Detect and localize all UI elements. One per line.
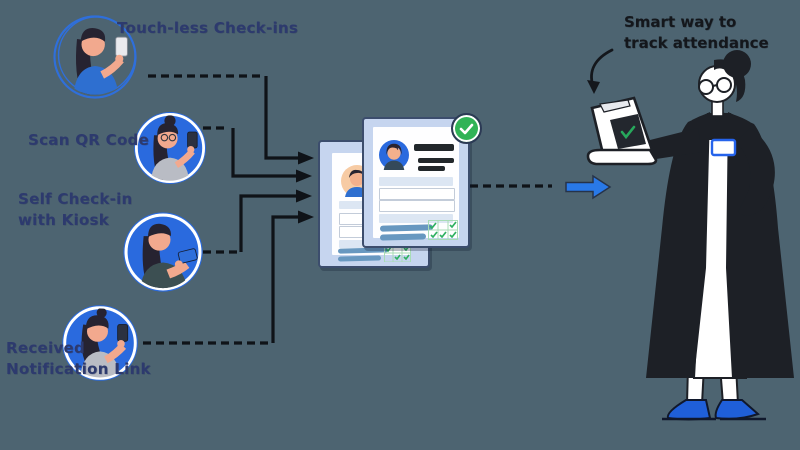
label-kiosk-line2: with Kiosk (18, 211, 110, 229)
green-check-badge (451, 113, 482, 144)
person-holding-phone-illustration (53, 15, 137, 99)
attendance-card-front (362, 117, 470, 248)
check-grid (428, 220, 458, 240)
placeholder-bar (379, 214, 453, 223)
info-bar (418, 166, 445, 171)
check-icon (459, 123, 474, 134)
label-touchless: Touch-less Check-ins (117, 19, 299, 37)
arrowhead-icon (298, 210, 314, 224)
annotation-line1: Smart way to (624, 13, 737, 31)
curved-arrow-icon (587, 48, 614, 94)
elbow-line-notification (271, 215, 300, 343)
signature-line (337, 255, 382, 262)
arrowhead-icon (296, 169, 312, 183)
woman-with-laptop-illustration (586, 50, 794, 421)
laptop-with-check-icon (586, 96, 658, 166)
name-bar (414, 144, 454, 151)
label-kiosk-line1: Self Check-in (18, 190, 133, 208)
person-using-kiosk-phone-illustration (123, 212, 203, 292)
person-scanning-qr-illustration (134, 112, 206, 184)
info-bar (418, 158, 454, 163)
form-field (379, 188, 455, 200)
label-kiosk: Self Check-in with Kiosk (18, 189, 133, 231)
label-notification-line1: Received (6, 339, 86, 357)
woman-avatar (379, 140, 409, 170)
annotation-text: Smart way to track attendance (624, 12, 769, 54)
coat (646, 112, 794, 378)
signature-line (337, 247, 389, 254)
signature-line (379, 224, 434, 232)
necklace (713, 115, 723, 122)
glasses-icon (698, 77, 732, 95)
arrowhead-icon (296, 189, 312, 203)
blue-arrow-icon (565, 174, 612, 200)
hair-bun (723, 50, 751, 78)
label-notification-line2: Notification Link (6, 360, 151, 378)
label-notification: Received Notification Link (6, 338, 151, 380)
annotation-line2: track attendance (624, 34, 769, 52)
label-scanqr: Scan QR Code (28, 131, 150, 149)
card-front-body (373, 127, 459, 241)
signature-line (379, 233, 427, 241)
elbow-line-touchless (264, 76, 300, 160)
hip-arm (736, 128, 775, 216)
person-reading-notification-illustration (62, 305, 138, 381)
elbow-line-kiosk (239, 194, 298, 252)
arrowhead-icon (298, 151, 314, 165)
placeholder-bar (379, 177, 453, 186)
id-badge (710, 138, 737, 157)
elbow-line-scanqr (231, 128, 298, 178)
form-field (379, 200, 455, 212)
